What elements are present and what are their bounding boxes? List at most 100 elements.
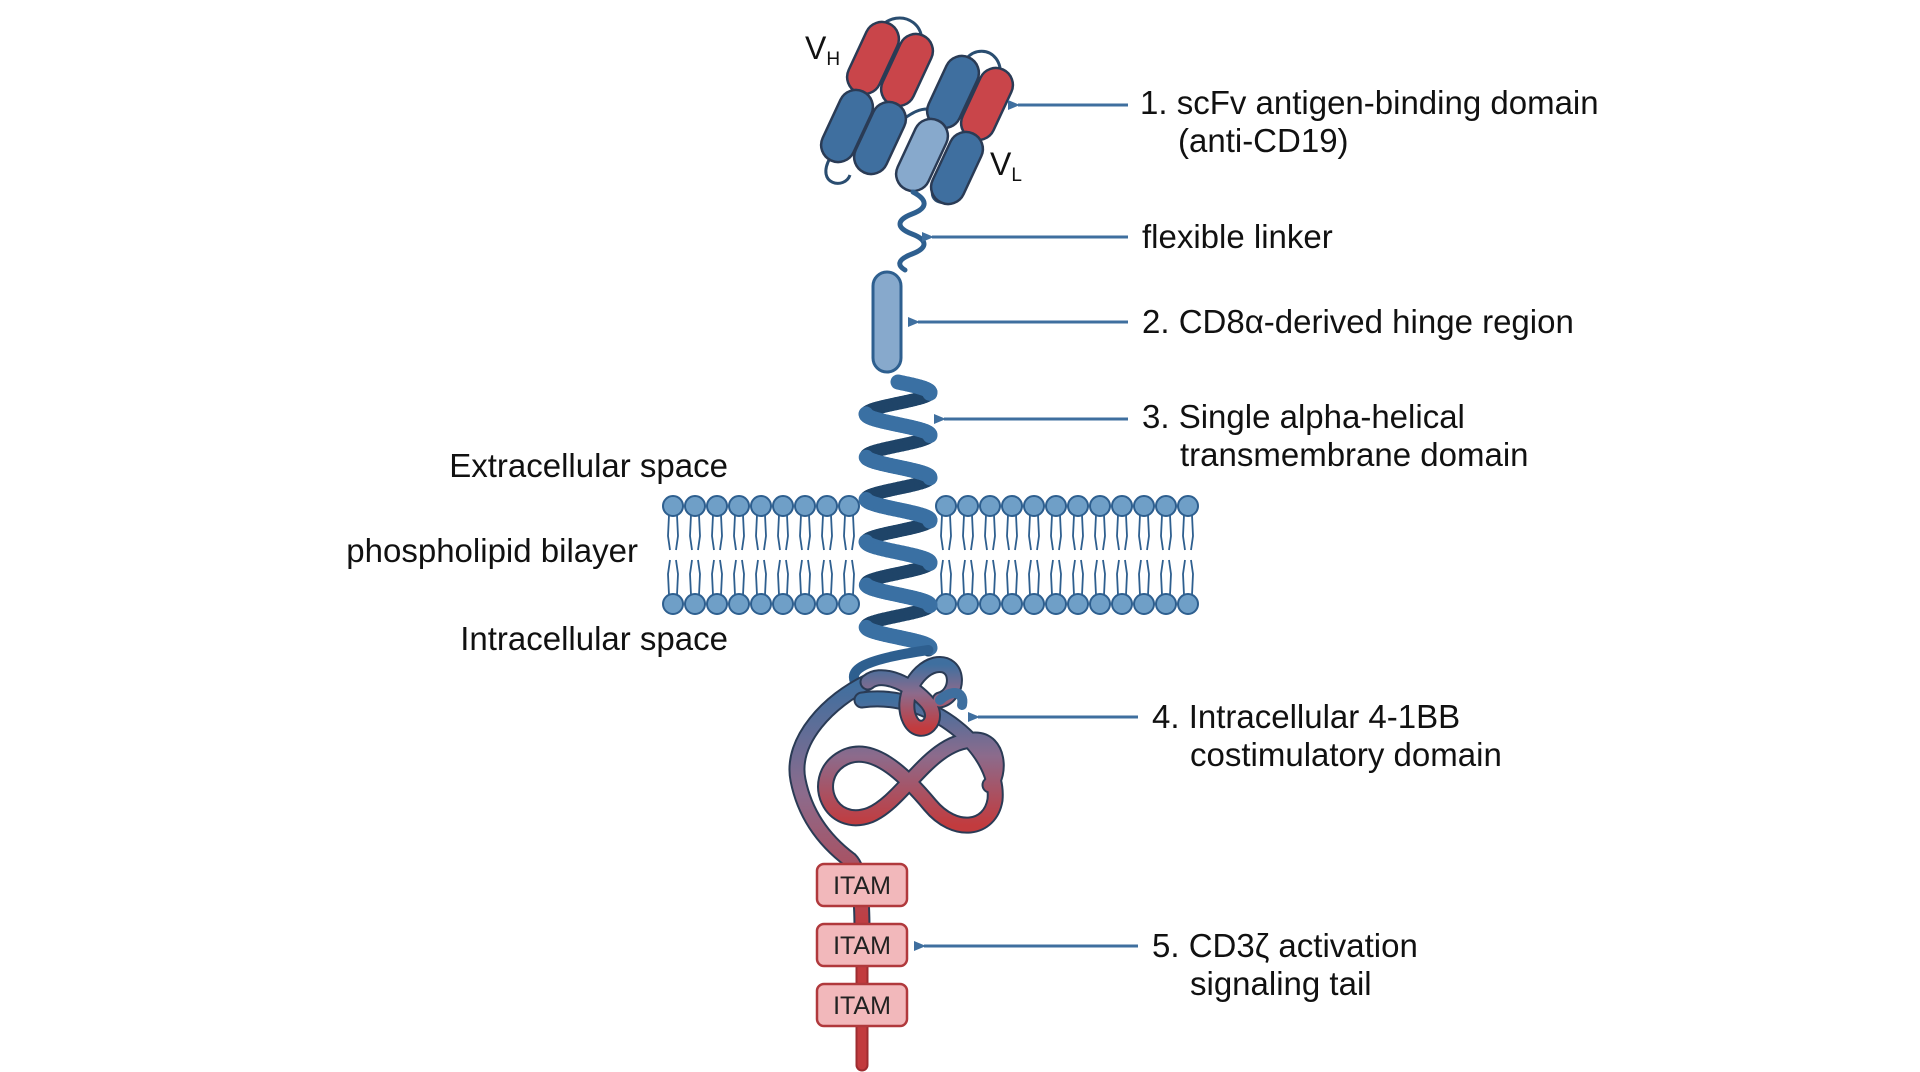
lipid-tail — [719, 514, 723, 551]
lipid-tail — [984, 559, 988, 596]
lipid-tail — [1116, 514, 1120, 551]
lipid-tail — [984, 514, 988, 551]
lipid-tail — [1168, 514, 1172, 551]
transmembrane-helix — [848, 374, 938, 687]
lipid-head — [957, 495, 979, 517]
lipid-head — [1111, 495, 1133, 517]
vh-blue-barrel-2 — [852, 100, 908, 176]
lipid-tail — [799, 559, 803, 596]
lipid-head — [794, 593, 816, 615]
lipid-head — [816, 495, 838, 517]
lipid-tail — [689, 559, 693, 596]
lipid-tail — [785, 559, 789, 596]
lipid-tail — [697, 514, 701, 551]
lipid-head — [935, 495, 957, 517]
label-tm-line2: transmembrane domain — [1180, 436, 1529, 473]
lipid-head — [662, 593, 684, 615]
lipid-tail — [689, 514, 693, 551]
lipid-head — [957, 593, 979, 615]
lipid-head — [1133, 495, 1155, 517]
label-intracellular: Intracellular space — [460, 620, 728, 657]
label-costim-line2: costimulatory domain — [1190, 736, 1502, 773]
lipid-tail — [763, 514, 767, 551]
lipid-tail — [1072, 559, 1076, 596]
vh-bottom-loop — [824, 157, 852, 185]
lipid-tail — [970, 559, 974, 596]
label-scfv-line2: (anti-CD19) — [1178, 122, 1349, 159]
label-cd3z-line1: 5. CD3ζ activation — [1152, 927, 1418, 964]
lipid-tail — [962, 514, 966, 551]
lipid-head — [979, 593, 1001, 615]
lipid-head — [979, 495, 1001, 517]
lipid-tail — [1072, 514, 1076, 551]
lipid-head — [1155, 593, 1177, 615]
lipid-tail — [1036, 514, 1040, 551]
pointer-arrows — [908, 100, 1138, 951]
lipid-head — [1067, 593, 1089, 615]
lipid-head — [1001, 495, 1023, 517]
lipid-tail — [1146, 514, 1150, 551]
lipid-head — [684, 593, 706, 615]
lipid-head — [1155, 495, 1177, 517]
lipid-tail — [1138, 559, 1142, 596]
lipid-tail — [733, 559, 737, 596]
label-costimulatory: 4. Intracellular 4-1BB costimulatory dom… — [1152, 698, 1502, 774]
lipid-tail — [821, 559, 825, 596]
lipid-head — [706, 593, 728, 615]
lipid-head — [838, 495, 860, 517]
itam-box-3: ITAM — [815, 982, 909, 1028]
lipid-tail — [940, 514, 944, 551]
lipid-head — [728, 593, 750, 615]
lipid-tail — [1028, 514, 1032, 551]
lipid-head — [794, 495, 816, 517]
lipid-tail — [1116, 559, 1120, 596]
lipid-tail — [1182, 559, 1186, 596]
lipid-tail — [1094, 559, 1098, 596]
lipid-tail — [1036, 559, 1040, 596]
lipid-tail — [675, 559, 679, 596]
label-scfv: 1. scFv antigen-binding domain (anti-CD1… — [1140, 84, 1599, 160]
lipid-tail — [851, 514, 855, 551]
label-cd3z-line2: signaling tail — [1190, 965, 1372, 1002]
costimulatory-domain — [788, 656, 1005, 939]
lipid-head — [772, 593, 794, 615]
lipid-tail — [1160, 514, 1164, 551]
lipid-tail — [1006, 559, 1010, 596]
lipid-tail — [733, 514, 737, 551]
lipid-tail — [777, 559, 781, 596]
lipid-tail — [1050, 514, 1054, 551]
lipid-tail — [821, 514, 825, 551]
vl-blue-barrel-2 — [929, 130, 985, 206]
lipid-head — [750, 495, 772, 517]
label-hinge: 2. CD8α-derived hinge region — [1142, 303, 1574, 340]
lipid-tail — [1050, 559, 1054, 596]
lipid-head — [684, 495, 706, 517]
lipid-tail — [711, 559, 715, 596]
lipid-head — [1067, 495, 1089, 517]
lipid-head — [750, 593, 772, 615]
helix-tail — [848, 645, 934, 687]
lipid-tail — [785, 514, 789, 551]
lipid-tail — [992, 559, 996, 596]
lipid-tail — [777, 514, 781, 551]
lipid-head — [1177, 593, 1199, 615]
lipid-tail — [1028, 559, 1032, 596]
vh-label-main: V — [805, 30, 827, 66]
lipid-tail — [741, 514, 745, 551]
lipid-tail — [1168, 559, 1172, 596]
lipid-tail — [763, 559, 767, 596]
label-linker: flexible linker — [1142, 218, 1333, 255]
vl-label-sub: L — [1011, 165, 1022, 186]
lipid-tail — [829, 514, 833, 551]
label-costim-line1: 4. Intracellular 4-1BB — [1152, 698, 1461, 735]
lipid-tail — [675, 514, 679, 551]
lipid-tail — [711, 514, 715, 551]
vl-label-main: V — [990, 146, 1012, 182]
phospholipid-bilayer — [662, 495, 1199, 615]
lipid-tail — [697, 559, 701, 596]
lipid-tail — [1080, 514, 1084, 551]
lipid-tail — [1190, 514, 1194, 551]
cd8a-hinge — [871, 270, 903, 374]
